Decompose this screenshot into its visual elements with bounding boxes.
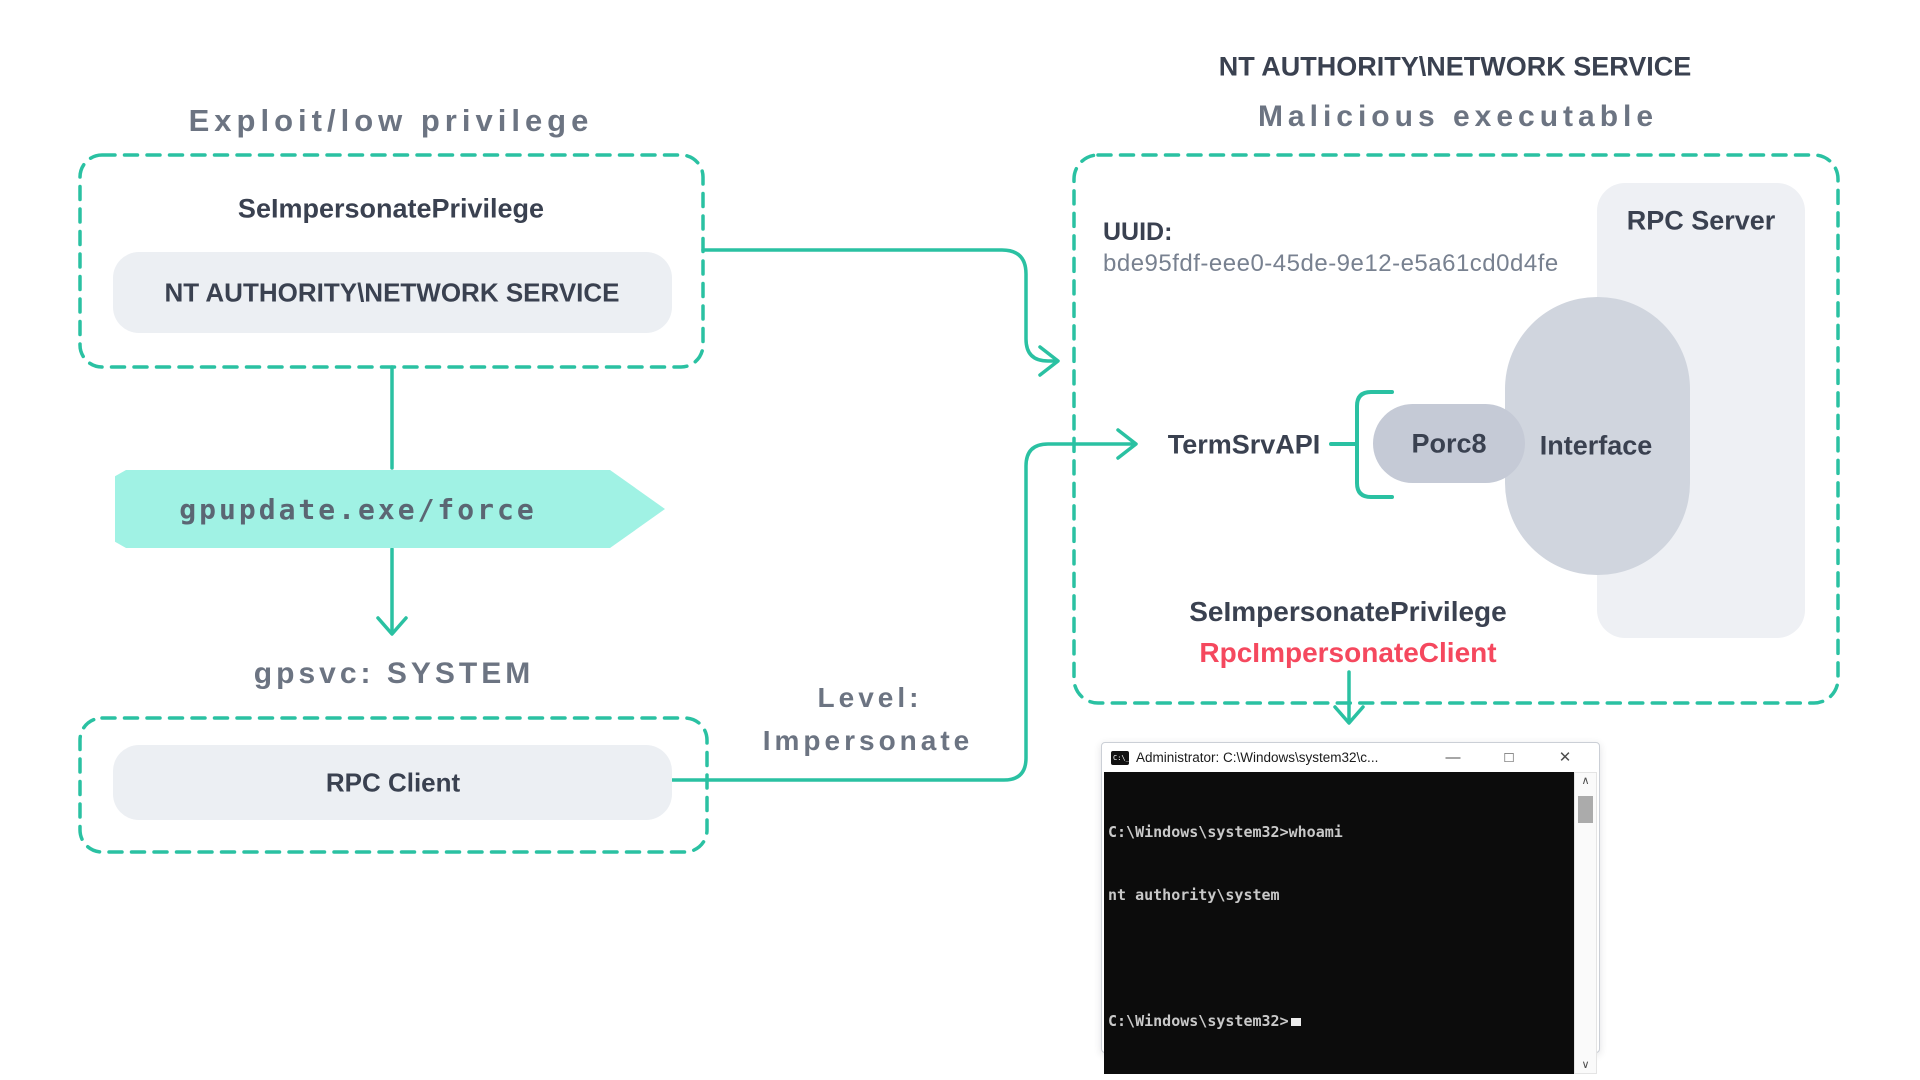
right-se-impersonate-privilege: SeImpersonatePrivilege: [1189, 596, 1507, 627]
rpc-server-label: RPC Server: [1626, 205, 1776, 236]
console-prompt-line: C:\Windows\system32>: [1108, 1011, 1572, 1032]
terminal-titlebar[interactable]: C:\_ Administrator: C:\Windows\system32\…: [1102, 743, 1599, 772]
interface-label: Interface: [1539, 430, 1653, 461]
level-label-line1: Level:: [817, 682, 923, 713]
maximize-button[interactable]: □: [1504, 749, 1514, 766]
cmd-icon: C:\_: [1111, 750, 1129, 765]
console-line: C:\Windows\system32>whoami: [1108, 823, 1343, 841]
rpc-client-pill: [113, 745, 672, 820]
scroll-up-icon[interactable]: ∧: [1581, 775, 1590, 787]
rpc-client-label: RPC Client: [325, 767, 461, 798]
arrowhead-terminal: [1333, 705, 1365, 725]
network-service-pill: [113, 252, 672, 333]
terminal-title: Administrator: C:\Windows\system32\c...: [1136, 750, 1379, 765]
level-label-line2: Impersonate: [762, 725, 974, 756]
interface-blob: [1505, 297, 1690, 575]
gpupdate-command-banner: gpupdate.exe/force: [115, 470, 665, 548]
gpsvc-system-label: gpsvc: SYSTEM: [253, 657, 535, 690]
malicious-executable-title: Malicious executable: [1257, 100, 1659, 133]
arrowhead-exe: [1038, 345, 1060, 377]
console-output: C:\Windows\system32>whoami nt authority\…: [1104, 772, 1574, 1074]
terminal-window: C:\_ Administrator: C:\Windows\system32\…: [1101, 742, 1600, 1074]
terminal-scrollbar[interactable]: ∧ ∨: [1574, 772, 1597, 1074]
porc8-pill: [1373, 404, 1525, 483]
arrowhead-termsrv: [1116, 428, 1138, 460]
close-button[interactable]: ✕: [1558, 749, 1572, 766]
console-line: [1108, 948, 1572, 969]
uuid-label: UUID:: [1103, 218, 1173, 246]
uuid-value: bde95fdf-eee0-45de-9e12-e5a61cd0d4fe: [1103, 250, 1559, 277]
rpc-impersonate-client-call: RpcImpersonateClient: [1199, 637, 1497, 668]
console-line: nt authority\system: [1108, 886, 1280, 904]
se-impersonate-privilege-label: SeImpersonatePrivilege: [237, 193, 545, 224]
connector-exploit-to-exe: [701, 248, 1056, 363]
minimize-button[interactable]: —: [1445, 749, 1461, 766]
termsrvapi-label: TermSrvAPI: [1167, 429, 1321, 460]
gpupdate-command-text: gpupdate.exe/force: [179, 492, 537, 526]
network-service-label: NT AUTHORITY\NETWORK SERVICE: [164, 277, 620, 308]
console-cursor: [1290, 1018, 1301, 1026]
scroll-down-icon[interactable]: ∨: [1581, 1059, 1590, 1071]
exploit-section-title: Exploit/low privilege: [188, 103, 594, 138]
porc8-label: Porc8: [1411, 428, 1487, 459]
terminal-body: C:\Windows\system32>whoami nt authority\…: [1102, 772, 1599, 1079]
arrowhead-gpsvc: [376, 616, 408, 636]
scroll-thumb[interactable]: [1578, 796, 1593, 823]
right-account-title: NT AUTHORITY\NETWORK SERVICE: [1218, 51, 1692, 82]
console-prompt: C:\Windows\system32>: [1108, 1012, 1289, 1030]
